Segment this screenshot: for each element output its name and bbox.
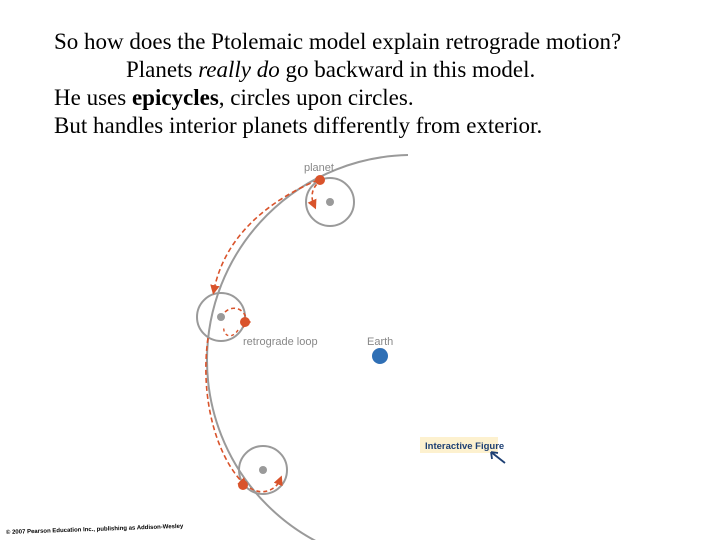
question-text: So how does the Ptolemaic model explain …	[54, 29, 622, 54]
earth-dot	[372, 348, 388, 364]
line2-start: Planets	[126, 57, 199, 82]
epicycle-diagram: planet retrograde loop Earth Interactive…	[6, 154, 506, 540]
line3-start: He uses	[54, 85, 132, 110]
question-line: So how does the Ptolemaic model explain …	[54, 28, 694, 56]
slide-text-block: So how does the Ptolemaic model explain …	[54, 28, 694, 140]
epicycles-term: epicycles	[131, 85, 219, 110]
line2-end: go backward in this model.	[279, 57, 536, 82]
retrograde-loop-label: retrograde loop	[243, 336, 318, 348]
epicycles-line: He uses epicycles, circles upon circles.	[54, 84, 694, 112]
line4-text: But handles interior planets differently…	[54, 113, 543, 138]
epicycle-arc-bottom	[249, 475, 283, 493]
epicycle-top	[305, 177, 355, 227]
earth-label: Earth	[367, 336, 393, 348]
interactive-figure-label: Interactive Figure	[425, 441, 504, 452]
planet-path-lower	[205, 337, 248, 488]
epicycle-center-bottom	[259, 466, 267, 474]
line3-end: , circles upon circles.	[218, 85, 414, 110]
planet-dot-top	[315, 175, 325, 185]
planet-path-upper	[210, 179, 319, 295]
line2-emphasis: really do	[198, 57, 280, 82]
planet-label: planet	[304, 162, 334, 174]
epicycle-center-middle	[217, 313, 225, 321]
deferent-circle	[206, 154, 408, 540]
epicycle-bottom	[238, 445, 288, 495]
copyright-notice: © 2007 Pearson Education Inc., publishin…	[6, 523, 184, 536]
interior-exterior-line: But handles interior planets differently…	[54, 112, 694, 140]
interactive-figure-badge[interactable]: Interactive Figure	[420, 437, 506, 464]
retrograde-loop-arc-inner	[223, 325, 239, 337]
epicycle-center-top	[326, 198, 334, 206]
cursor-arrow-icon	[490, 451, 506, 464]
planet-dot-bottom	[238, 480, 248, 490]
planets-backward-line: Planets really do go backward in this mo…	[54, 56, 694, 84]
planet-dot-middle	[240, 317, 250, 327]
